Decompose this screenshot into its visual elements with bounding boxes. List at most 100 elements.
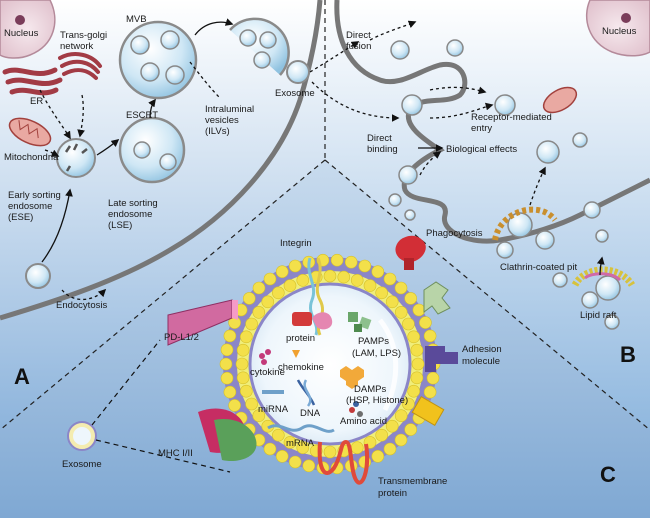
exosome-a xyxy=(286,60,310,84)
cargo-cytokine xyxy=(259,349,271,365)
label-ese-2: endosome xyxy=(8,201,52,212)
lipid-head xyxy=(261,295,275,309)
label-receptor-1: Receptor-mediated xyxy=(471,112,552,123)
exosome-structure xyxy=(219,253,441,475)
golgi-organelle xyxy=(58,52,102,80)
lipid-head xyxy=(410,343,424,357)
lipid-head xyxy=(404,423,418,436)
panel-b-arrows xyxy=(309,20,605,276)
adhesion-molecule xyxy=(425,346,458,372)
panel-a-membrane xyxy=(0,0,323,321)
lipid-head xyxy=(302,459,316,473)
lipid-head xyxy=(385,419,399,433)
label-adhesion-1: Adhesion xyxy=(462,344,502,355)
label-mitochondria: Mitochondria xyxy=(4,152,59,163)
label-direct-binding-2: binding xyxy=(367,144,398,155)
clathrin-coated-pit xyxy=(492,206,558,241)
panel-a-arrows xyxy=(39,18,234,301)
label-trans-golgi-1: Trans-golgi xyxy=(60,30,107,41)
label-direct-fusion-2: fusion xyxy=(346,41,371,52)
lipid-head xyxy=(426,371,440,385)
lipid-head xyxy=(371,449,385,463)
label-lse-2: endosome xyxy=(108,209,152,220)
label-direct-binding-1: Direct xyxy=(367,133,392,144)
label-escrt: ESCRT xyxy=(126,110,158,121)
cargo-amino-acid xyxy=(349,401,363,417)
lipid-head xyxy=(371,265,385,279)
label-damps-1: DAMPs xyxy=(354,384,386,395)
divider-right xyxy=(324,159,650,431)
lipid-raft xyxy=(571,266,635,288)
lipid-head xyxy=(245,317,258,331)
lipid-head xyxy=(358,259,372,273)
label-dna: DNA xyxy=(300,408,321,419)
lipid-head xyxy=(240,384,253,398)
label-protein: protein xyxy=(286,333,315,344)
label-ilv-1: Intraluminal xyxy=(205,104,254,115)
pdl-ligand xyxy=(167,299,238,346)
lipid-head xyxy=(385,295,399,309)
panel-b-vesicles xyxy=(388,39,621,330)
lipid-head xyxy=(223,329,237,343)
lipid-head xyxy=(275,449,289,463)
panel-a-background xyxy=(0,0,325,430)
lipid-head xyxy=(419,316,432,329)
lipid-head xyxy=(407,384,421,398)
cargo-damps xyxy=(340,366,364,389)
lipid-head xyxy=(344,255,358,269)
label-mirna: miRNA xyxy=(258,404,289,415)
lipid-head xyxy=(350,441,364,455)
lipid-head xyxy=(323,445,337,459)
small-exosome xyxy=(67,421,97,451)
label-mvb: MVB xyxy=(126,14,147,25)
label-nucleus-b: Nucleus xyxy=(602,26,637,37)
lipid-head xyxy=(363,279,377,292)
lipid-head xyxy=(243,292,256,305)
lipid-head xyxy=(240,330,253,344)
lipid-head xyxy=(252,409,266,423)
late-sorting-endosome xyxy=(118,116,186,184)
lipid-head xyxy=(423,329,437,343)
label-pdl: PD-L1/2 xyxy=(164,332,199,343)
lipid-head xyxy=(383,272,397,286)
label-endocytosis: Endocytosis xyxy=(56,300,107,311)
lipid-head xyxy=(275,265,289,279)
label-direct-fusion-1: Direct xyxy=(346,30,371,41)
label-pamps-2: (LAM, LPS) xyxy=(352,348,401,359)
er-organelle xyxy=(2,67,63,96)
lipid-head xyxy=(236,371,250,385)
label-trans-golgi-2: network xyxy=(60,41,94,52)
transmembrane-protein xyxy=(317,439,369,485)
lipid-head xyxy=(402,317,415,331)
divider-left xyxy=(0,159,326,431)
label-phagocytosis: Phagocytosis xyxy=(426,228,483,239)
panel-c-leader-lines xyxy=(91,339,231,473)
lipid-head xyxy=(228,399,241,412)
multivesicular-body xyxy=(118,20,198,100)
panel-letter-a: A xyxy=(14,364,30,389)
label-clathrin: Clathrin-coated pit xyxy=(500,262,577,273)
label-cytokine: cytokine xyxy=(250,367,285,378)
label-receptor-2: entry xyxy=(471,123,492,134)
lipid-head xyxy=(252,281,266,295)
lipid-head xyxy=(220,371,234,385)
mitochondrion-a xyxy=(8,117,52,147)
nucleus-a xyxy=(0,0,56,59)
label-transmembrane-1: Transmembrane xyxy=(378,476,447,487)
lipid-head xyxy=(375,428,389,442)
panel-letter-c: C xyxy=(600,462,616,487)
label-nucleus-a: Nucleus xyxy=(4,28,39,39)
lipid-head xyxy=(323,269,337,283)
label-lse-1: Late sorting xyxy=(108,198,158,209)
label-chemokine: chemokine xyxy=(278,362,324,373)
lipid-head xyxy=(283,436,297,449)
label-transmembrane-2: protein xyxy=(378,488,407,499)
lipid-head xyxy=(236,343,250,357)
mitochondrion-b xyxy=(542,86,578,114)
lipid-head xyxy=(245,397,258,411)
lipid-head xyxy=(219,357,233,371)
label-ilv-3: (ILVs) xyxy=(205,126,230,137)
label-exosome-c: Exosome xyxy=(62,459,102,470)
